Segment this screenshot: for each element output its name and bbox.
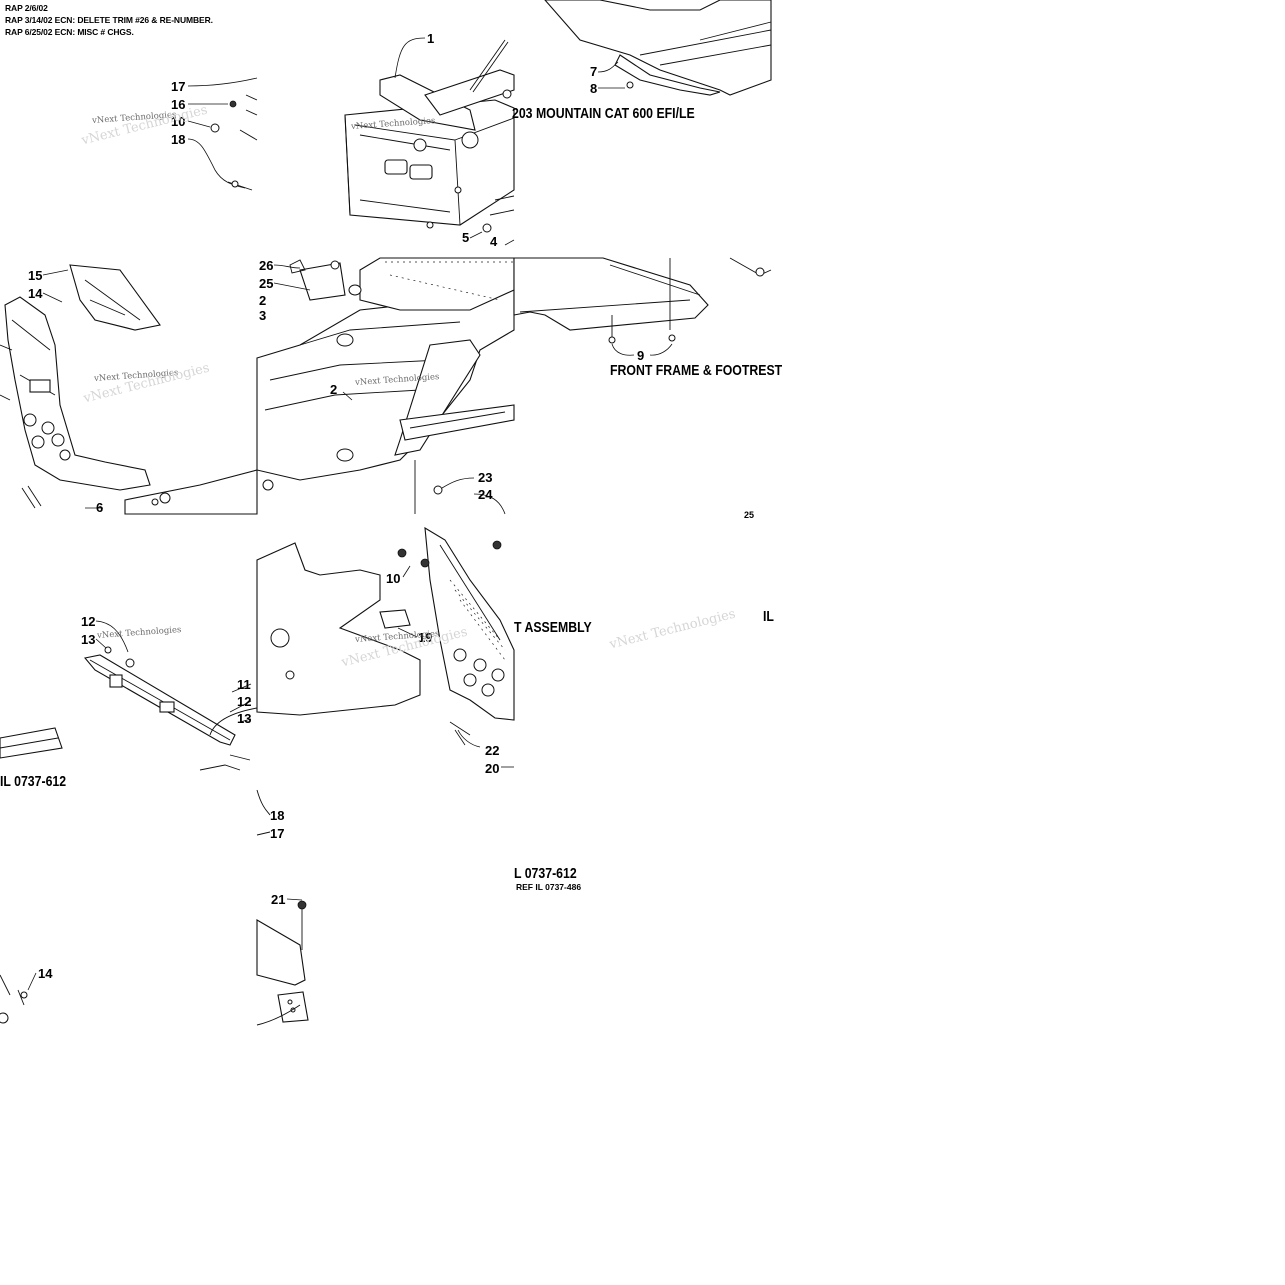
callout-number: 11 — [237, 677, 251, 692]
callout-number: 20 — [485, 761, 499, 776]
callout-labels: 1 17 16 10 18 7 8 5 4 26 25 2 3 2 15 14 … — [28, 31, 754, 981]
footrest-right — [256, 526, 515, 746]
running-board — [544, 0, 772, 96]
callout-number: 8 — [590, 81, 597, 96]
floor-panel — [513, 257, 772, 344]
bracket — [256, 789, 309, 1026]
callout-number: 19 — [418, 630, 432, 645]
callout-number: 10 — [386, 571, 400, 586]
callout-number: 10 — [171, 114, 185, 129]
revision-note: RAP 2/6/02 — [5, 3, 48, 13]
footrest-left — [0, 264, 258, 515]
section-title: FRONT FRAME & FOOTREST — [610, 362, 783, 379]
section-title: T ASSEMBLY — [514, 619, 592, 636]
callout-number: 13 — [237, 711, 251, 726]
bolt-group — [0, 974, 28, 1024]
callout-number: 9 — [637, 348, 644, 363]
callout-number: 6 — [96, 500, 103, 515]
fastener-group-top-left — [187, 77, 258, 191]
callout-number: 24 — [478, 487, 493, 502]
revision-note: RAP 3/14/02 ECN: DELETE TRIM #26 & RE-NU… — [5, 15, 213, 25]
illustration-number: L 0737-612 — [514, 865, 577, 882]
callout-number: 15 — [28, 268, 42, 283]
callout-number: 3 — [259, 308, 266, 323]
callout-number: 18 — [171, 132, 185, 147]
callout-number: 25 — [259, 276, 273, 291]
callout-number: 17 — [171, 79, 185, 94]
model-title: 203 MOUNTAIN CAT 600 EFI/LE — [512, 105, 695, 122]
callout-number: 12 — [237, 694, 251, 709]
revision-notes: RAP 2/6/02 RAP 3/14/02 ECN: DELETE TRIM … — [5, 2, 213, 38]
callout-number: 17 — [270, 826, 284, 841]
callout-number: 7 — [590, 64, 597, 79]
callout-number: 14 — [38, 966, 53, 981]
callout-number: 21 — [271, 892, 285, 907]
callout-number: 14 — [28, 286, 43, 301]
revision-note: RAP 6/25/02 ECN: MISC # CHGS. — [5, 27, 134, 37]
callout-number: 23 — [478, 470, 492, 485]
callout-number: 22 — [485, 743, 499, 758]
callout-number: 16 — [171, 97, 185, 112]
callout-number: 18 — [270, 808, 284, 823]
steering-post — [0, 646, 258, 771]
callout-number: 13 — [81, 632, 95, 647]
section-title-fragment: IL — [763, 608, 774, 625]
illustration-number: IL 0737-612 — [0, 773, 67, 790]
callout-number: 2 — [330, 382, 337, 397]
callout-number: 2 — [259, 293, 266, 308]
callout-number: 25 — [744, 510, 754, 520]
callout-number: 4 — [490, 234, 498, 249]
front-bulkhead-assembly — [344, 39, 515, 246]
callout-number: 5 — [462, 230, 469, 245]
callout-number: 12 — [81, 614, 95, 629]
reference-illustration: REF IL 0737-486 — [516, 882, 582, 892]
callout-number: 26 — [259, 258, 273, 273]
callout-number: 1 — [427, 31, 434, 46]
center-frame — [256, 257, 515, 514]
